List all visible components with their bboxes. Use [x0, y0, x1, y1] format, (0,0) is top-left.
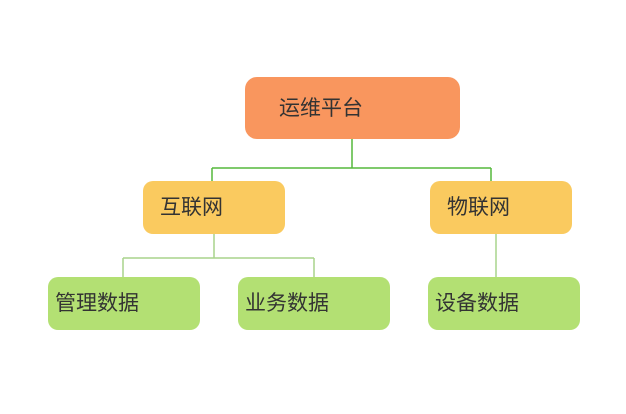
- edges-root-to-level2: [211, 139, 492, 181]
- node-root-label: 运维平台: [279, 96, 363, 120]
- node-root: 运维平台: [245, 77, 460, 139]
- node-iot: 物联网: [430, 181, 572, 234]
- node-iot-label: 物联网: [447, 196, 510, 219]
- edges-internet-to-children: [122, 234, 315, 277]
- node-management-data: 管理数据: [48, 277, 200, 330]
- node-device-data-label: 设备数据: [435, 292, 519, 315]
- node-internet-label: 互联网: [160, 196, 223, 219]
- node-management-data-label: 管理数据: [55, 292, 139, 315]
- node-business-data: 业务数据: [238, 277, 390, 330]
- node-business-data-label: 业务数据: [245, 292, 329, 315]
- node-internet: 互联网: [143, 181, 285, 234]
- node-device-data: 设备数据: [428, 277, 580, 330]
